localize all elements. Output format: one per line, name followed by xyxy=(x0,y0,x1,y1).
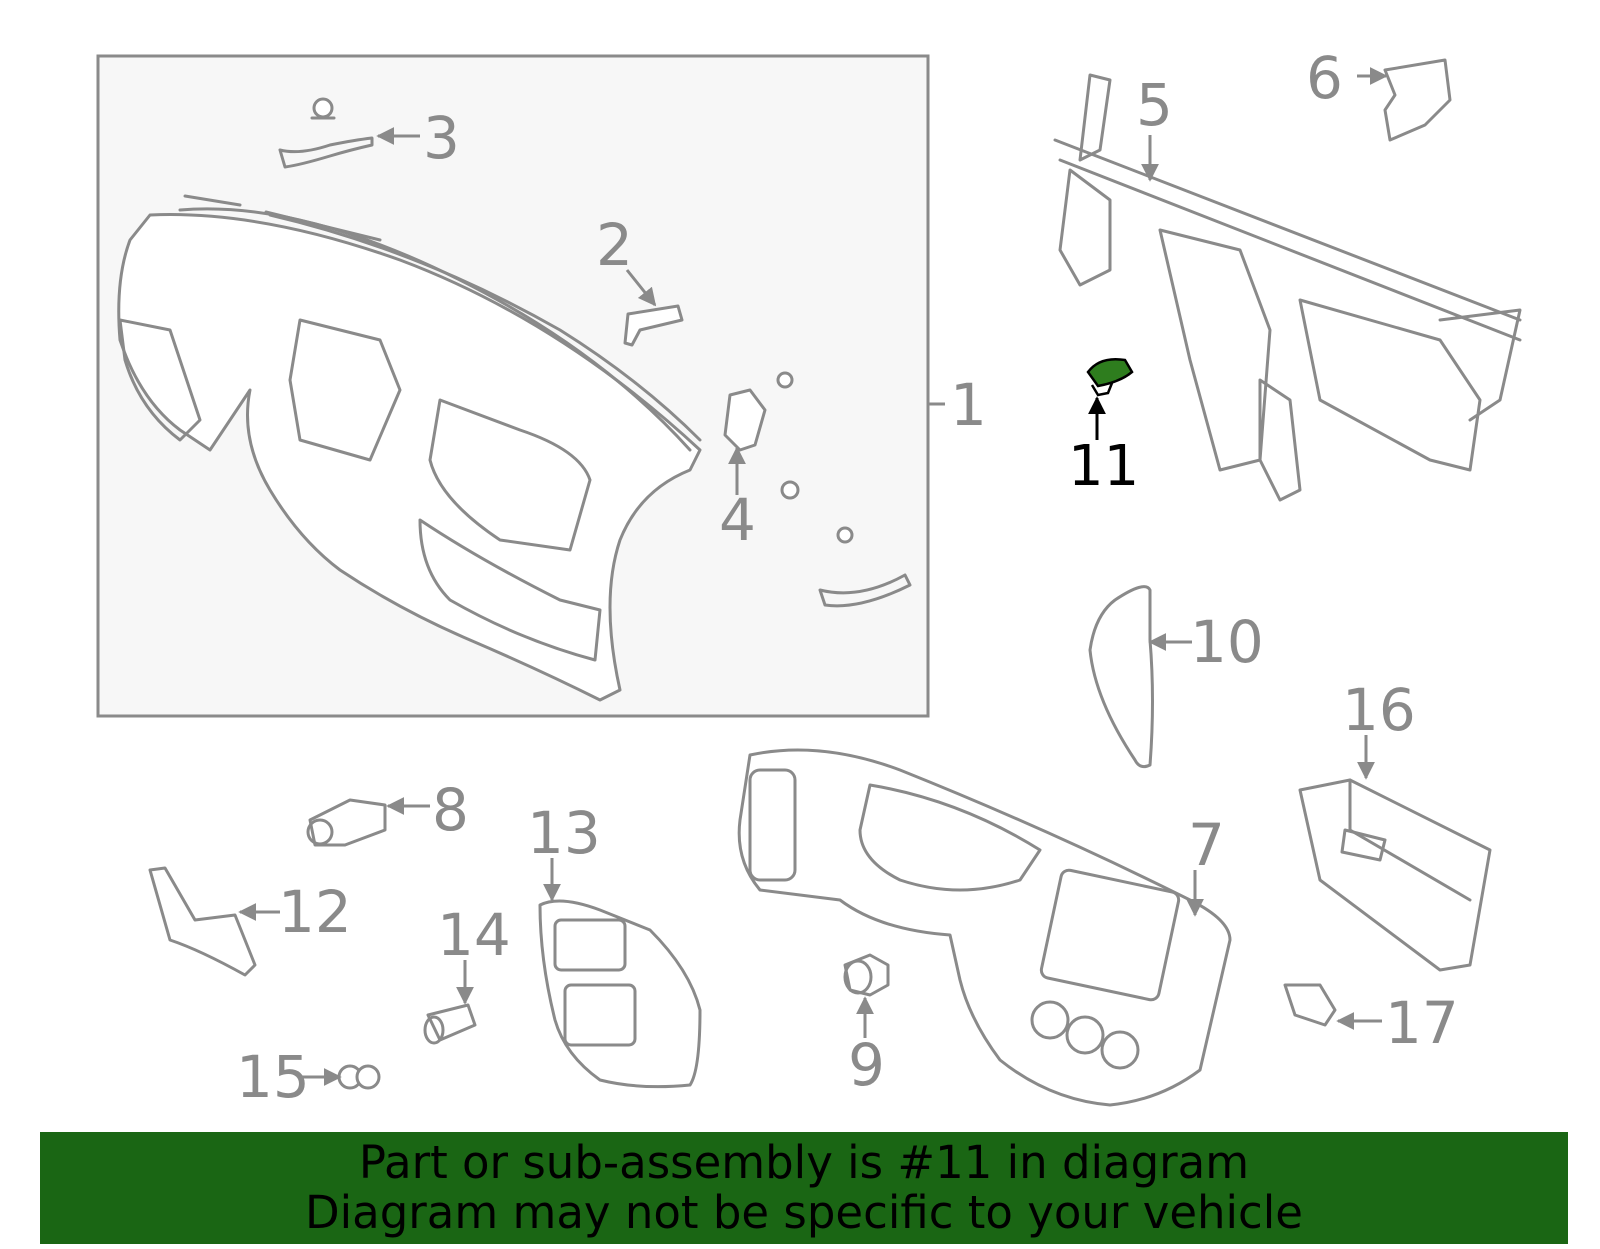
part-2-drawing xyxy=(623,304,684,347)
info-banner: Part or sub-assembly is #11 in diagram D… xyxy=(40,1132,1568,1244)
callout-3: 3 xyxy=(423,104,460,172)
part-7-drawing xyxy=(737,748,1232,1107)
part-17-drawing xyxy=(1283,983,1337,1027)
callout-2: 2 xyxy=(596,211,633,279)
part-11-highlighted xyxy=(1086,358,1134,397)
callout-17: 17 xyxy=(1385,989,1459,1057)
callout-12: 12 xyxy=(278,878,352,946)
part-4-drawing xyxy=(723,371,912,608)
banner-line-1: Part or sub-assembly is #11 in diagram xyxy=(358,1136,1250,1189)
callout-13: 13 xyxy=(527,799,601,867)
callout-5: 5 xyxy=(1136,71,1173,139)
part-8-drawing xyxy=(306,798,387,847)
banner-line-2: Diagram may not be specific to your vehi… xyxy=(305,1186,1303,1239)
part-15-drawing xyxy=(337,1064,381,1090)
callout-9: 9 xyxy=(848,1031,885,1099)
callout-11: 11 xyxy=(1068,434,1139,499)
part-3-drawing xyxy=(278,97,374,169)
part-12-drawing xyxy=(148,866,257,977)
part-5-drawing xyxy=(1053,73,1522,502)
callout-4: 4 xyxy=(719,486,756,554)
part-6-drawing xyxy=(1383,58,1452,142)
part-14-drawing xyxy=(423,1003,477,1045)
callout-1: 1 xyxy=(950,371,987,439)
callout-10: 10 xyxy=(1190,608,1264,676)
callout-8: 8 xyxy=(432,776,469,844)
part-16-drawing xyxy=(1298,778,1492,972)
callout-14: 14 xyxy=(437,901,511,969)
part-9-drawing xyxy=(843,953,890,997)
part-10-drawing xyxy=(1088,585,1154,769)
callout-15: 15 xyxy=(236,1043,310,1111)
callout-6: 6 xyxy=(1306,44,1343,112)
instrument-panel-drawing xyxy=(117,194,702,702)
part-13-drawing xyxy=(538,899,702,1089)
callout-7: 7 xyxy=(1188,811,1225,879)
callout-16: 16 xyxy=(1342,676,1416,744)
